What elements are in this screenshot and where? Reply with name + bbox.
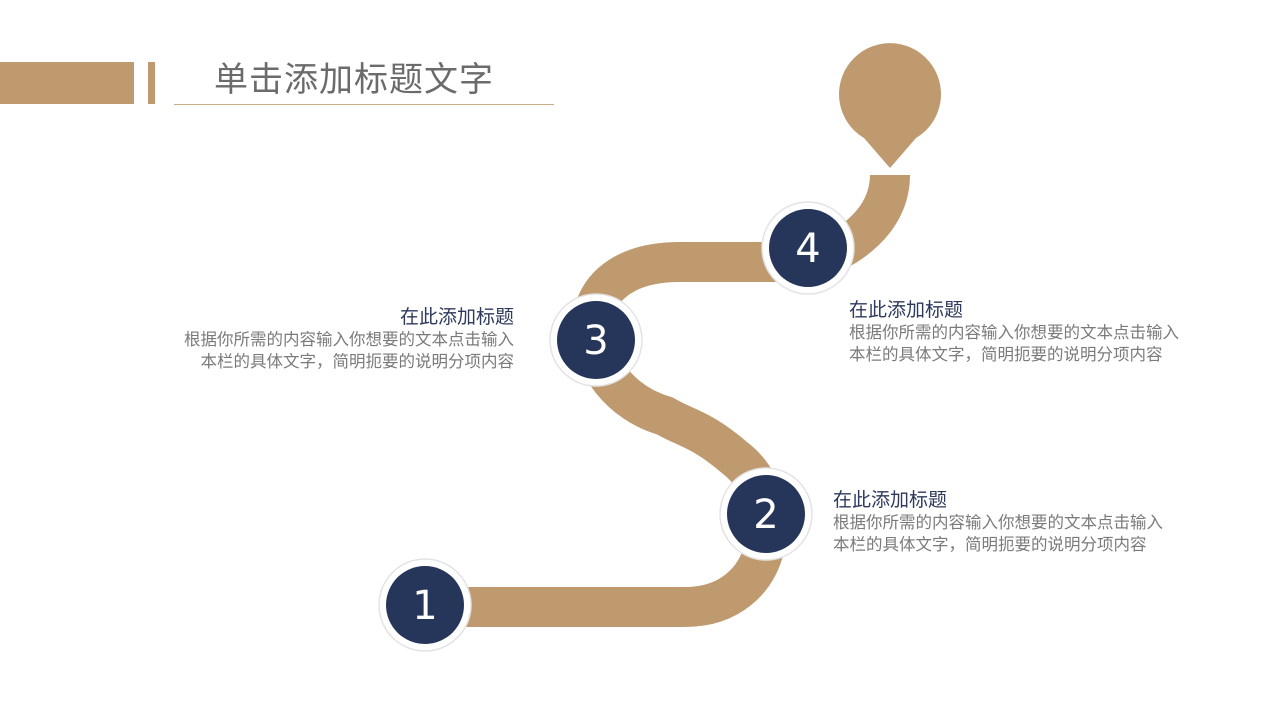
- step-2-desc-line1: 根据你所需的内容输入你想要的文本点击输入: [833, 513, 1163, 532]
- header-accent-tick: [148, 62, 155, 104]
- step-number-3: 3: [583, 318, 608, 364]
- map-pin-icon: [839, 43, 941, 168]
- step-node-4[interactable]: 4: [761, 201, 855, 295]
- step-2-info[interactable]: 在此添加标题 根据你所需的内容输入你想要的文本点击输入 本栏的具体文字，简明扼要…: [833, 488, 1233, 556]
- step-3-desc-line1: 根据你所需的内容输入你想要的文本点击输入: [184, 330, 514, 349]
- step-4-info[interactable]: 在此添加标题 根据你所需的内容输入你想要的文本点击输入 本栏的具体文字，简明扼要…: [849, 298, 1249, 366]
- step-3-info[interactable]: 在此添加标题 根据你所需的内容输入你想要的文本点击输入 本栏的具体文字，简明扼要…: [114, 305, 514, 373]
- step-number-4: 4: [795, 226, 820, 272]
- step-2-desc-line2: 本栏的具体文字，简明扼要的说明分项内容: [833, 535, 1147, 554]
- title-underline: [174, 104, 554, 105]
- step-number-1: 1: [412, 583, 437, 629]
- header-accent-bar: [0, 62, 134, 104]
- step-4-desc-line2: 本栏的具体文字，简明扼要的说明分项内容: [849, 345, 1163, 364]
- step-4-title: 在此添加标题: [849, 299, 964, 321]
- step-2-title: 在此添加标题: [833, 489, 948, 511]
- page-title[interactable]: 单击添加标题文字: [214, 60, 494, 100]
- step-3-title: 在此添加标题: [399, 306, 514, 328]
- step-4-desc-line1: 根据你所需的内容输入你想要的文本点击输入: [849, 323, 1179, 342]
- step-node-3[interactable]: 3: [549, 293, 643, 387]
- step-number-2: 2: [753, 492, 778, 538]
- step-3-desc-line2: 本栏的具体文字，简明扼要的说明分项内容: [200, 352, 515, 371]
- step-node-1[interactable]: 1: [378, 558, 472, 652]
- step-node-2[interactable]: 2: [719, 467, 813, 561]
